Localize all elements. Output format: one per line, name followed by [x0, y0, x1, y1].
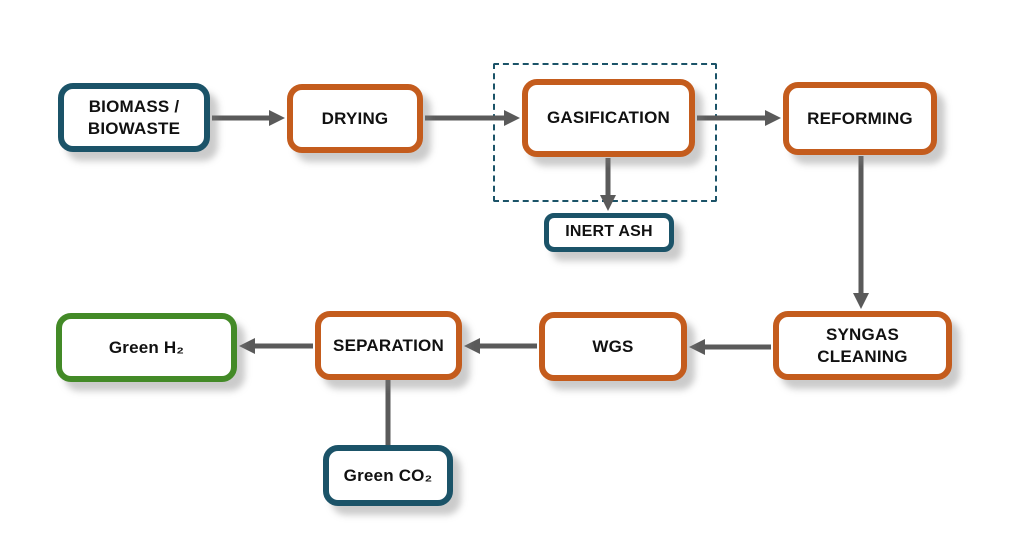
node-green-co2: Green CO₂ [323, 445, 453, 506]
node-syngas-cleaning: SYNGAS CLEANING [773, 311, 952, 380]
node-reforming-label: REFORMING [807, 108, 913, 128]
node-separation: SEPARATION [315, 311, 462, 380]
node-separation-label: SEPARATION [333, 335, 444, 355]
node-gasification: GASIFICATION [522, 79, 695, 157]
node-reforming: REFORMING [783, 82, 937, 155]
node-gasification-label: GASIFICATION [547, 108, 670, 128]
node-wgs-label: WGS [592, 336, 634, 356]
node-green-h2-label: Green H₂ [108, 337, 185, 357]
node-biomass-biowaste: BIOMASS / BIOWASTE [58, 83, 210, 152]
node-wgs: WGS [539, 312, 687, 381]
node-inert-ash: INERT ASH [544, 213, 674, 252]
node-drying-label: DRYING [321, 108, 389, 128]
node-biomass-biowaste-label: BIOMASS / BIOWASTE [87, 96, 181, 138]
node-green-co2-label: Green CO₂ [343, 465, 433, 485]
node-inert-ash-label: INERT ASH [565, 223, 653, 241]
node-drying: DRYING [287, 84, 423, 153]
node-syngas-cleaning-label: SYNGAS CLEANING [817, 324, 908, 366]
node-green-h2: Green H₂ [56, 313, 237, 382]
